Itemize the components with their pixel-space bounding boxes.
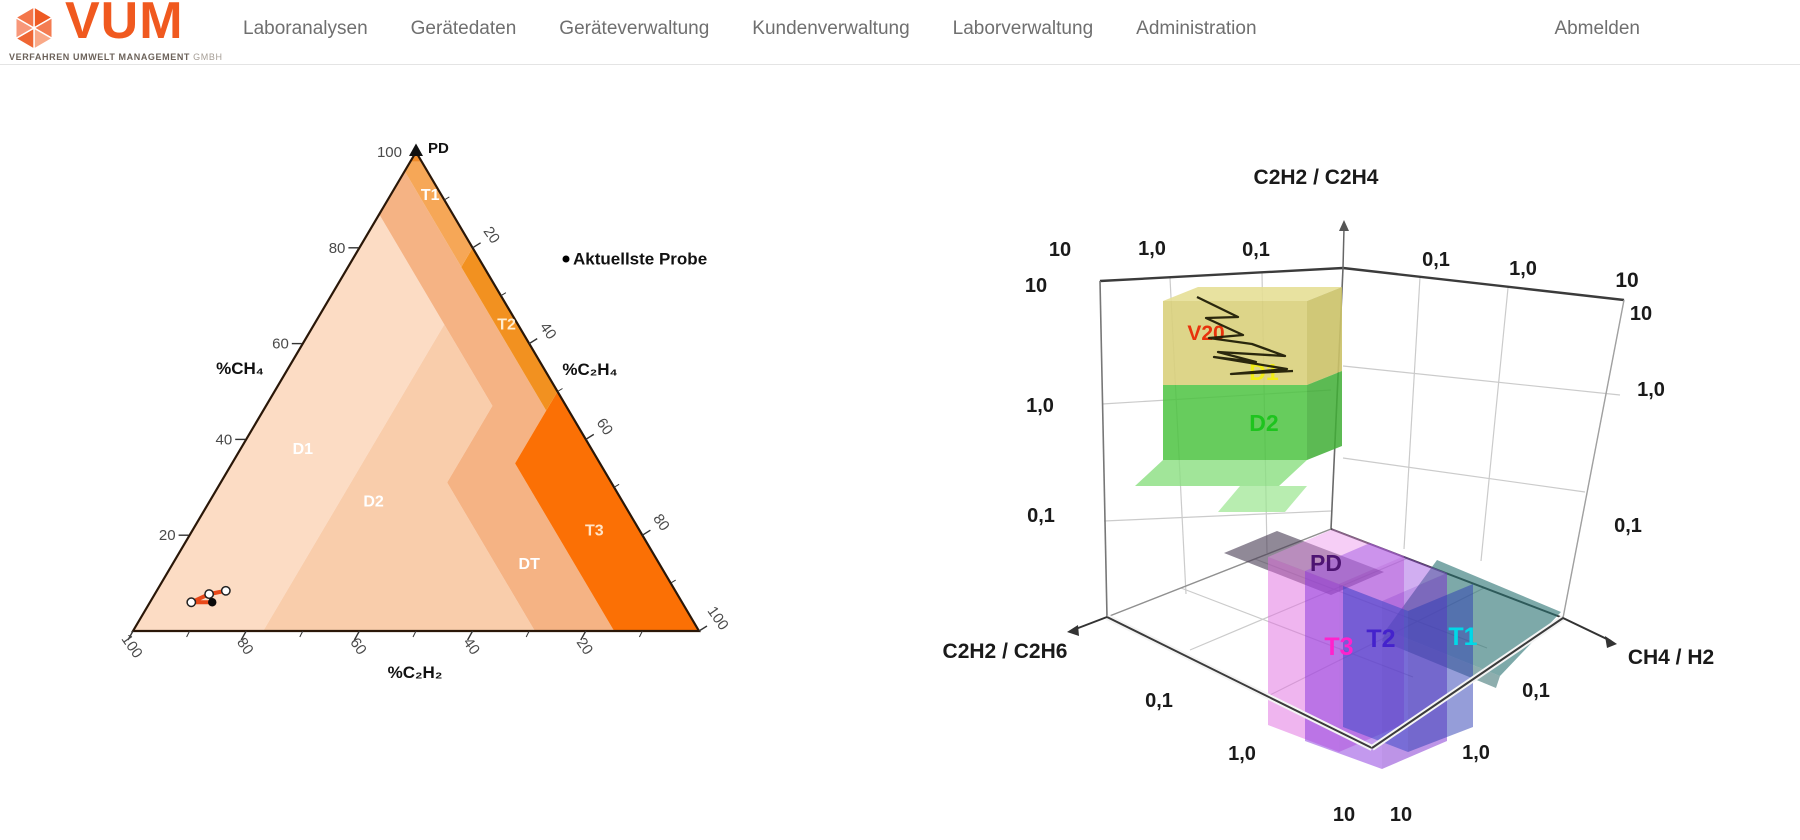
svg-text:80: 80 <box>233 635 256 658</box>
svg-text:0,1: 0,1 <box>1242 239 1270 261</box>
svg-text:T2: T2 <box>497 316 516 333</box>
svg-text:1,0: 1,0 <box>1462 742 1490 764</box>
svg-text:20: 20 <box>480 224 503 247</box>
svg-text:10: 10 <box>1615 269 1638 292</box>
svg-text:D1: D1 <box>293 441 314 458</box>
logo-subtitle-suffix: GMBH <box>193 52 223 62</box>
svg-text:1,0: 1,0 <box>1509 258 1537 280</box>
svg-text:C2H2 / C2H6: C2H2 / C2H6 <box>943 640 1068 663</box>
svg-text:%CH₄: %CH₄ <box>216 359 264 378</box>
svg-text:T2: T2 <box>1366 625 1395 653</box>
svg-text:D2: D2 <box>1249 410 1278 436</box>
svg-text:60: 60 <box>593 415 616 438</box>
main-nav: Laboranalysen Gerätedaten Geräteverwaltu… <box>243 18 1257 40</box>
nav-item-kundenverwaltung[interactable]: Kundenverwaltung <box>752 18 910 39</box>
svg-text:PD: PD <box>1310 550 1342 576</box>
analysis-charts: 100 80 60 40 20 100 80 60 40 20 20 40 60 80 100 %CH₄ %C₂… <box>0 64 1800 840</box>
vum-hexagon-icon <box>14 5 54 51</box>
svg-text:T3: T3 <box>585 522 604 539</box>
svg-text:V20: V20 <box>1187 322 1224 345</box>
nav-item-administration[interactable]: Administration <box>1136 18 1257 39</box>
svg-text:0,1: 0,1 <box>1614 515 1642 537</box>
logo-subtitle: VERFAHREN UMWELT MANAGEMENT GMBH <box>9 52 223 62</box>
svg-text:100: 100 <box>704 603 732 633</box>
svg-text:1,0: 1,0 <box>1026 395 1054 417</box>
svg-text:40: 40 <box>536 319 559 342</box>
vum-logo[interactable]: VUM VERFAHREN UMWELT MANAGEMENT GMBH <box>8 0 222 64</box>
svg-text:10: 10 <box>1025 275 1047 297</box>
svg-text:0,1: 0,1 <box>1522 680 1550 702</box>
svg-text:C2H2 / C2H4: C2H2 / C2H4 <box>1254 166 1379 189</box>
svg-text:80: 80 <box>329 240 346 257</box>
svg-text:60: 60 <box>272 336 289 353</box>
nav-item-laborverwaltung[interactable]: Laborverwaltung <box>952 18 1094 39</box>
svg-text:20: 20 <box>159 527 176 544</box>
svg-text:Aktuellste Probe: Aktuellste Probe <box>573 250 707 269</box>
svg-text:0,1: 0,1 <box>1422 249 1450 271</box>
svg-text:D2: D2 <box>363 494 384 511</box>
svg-text:T1: T1 <box>421 187 440 204</box>
svg-text:10: 10 <box>1630 303 1652 325</box>
nav-item-geraeteverwaltung[interactable]: Geräteverwaltung <box>559 18 710 39</box>
svg-text:DT: DT <box>519 556 541 573</box>
svg-text:%C₂H₄: %C₂H₄ <box>562 360 617 379</box>
svg-text:0,1: 0,1 <box>1027 505 1055 527</box>
logo-wordmark: VUM <box>65 0 184 50</box>
svg-text:60: 60 <box>346 635 369 658</box>
logout-link[interactable]: Abmelden <box>1554 18 1640 39</box>
app-header: VUM VERFAHREN UMWELT MANAGEMENT GMBH Lab… <box>0 0 1800 65</box>
svg-text:10: 10 <box>1049 239 1071 261</box>
svg-text:100: 100 <box>377 144 402 161</box>
svg-text:0,1: 0,1 <box>1145 690 1173 712</box>
svg-text:T3: T3 <box>1324 633 1353 661</box>
svg-text:100: 100 <box>118 631 146 661</box>
svg-text:10: 10 <box>1390 804 1412 826</box>
svg-text:T1: T1 <box>1448 623 1477 651</box>
svg-text:PD: PD <box>428 140 449 157</box>
svg-text:40: 40 <box>216 431 233 448</box>
svg-text:CH4 / H2: CH4 / H2 <box>1628 646 1714 669</box>
duval-triangle-chart[interactable]: 100 80 60 40 20 100 80 60 40 20 20 40 60 80 100 %CH₄ %C₂… <box>0 0 900 840</box>
svg-text:40: 40 <box>460 635 483 658</box>
nav-item-laboranalysen[interactable]: Laboranalysen <box>243 18 368 39</box>
svg-text:10: 10 <box>1333 804 1355 826</box>
svg-text:80: 80 <box>649 511 672 534</box>
nav-item-geraetedaten[interactable]: Gerätedaten <box>410 18 517 39</box>
svg-text:1,0: 1,0 <box>1228 743 1256 765</box>
svg-text:%C₂H₂: %C₂H₂ <box>388 663 443 682</box>
svg-text:1,0: 1,0 <box>1138 238 1166 260</box>
svg-text:1,0: 1,0 <box>1637 379 1665 401</box>
logo-subtitle-main: VERFAHREN UMWELT MANAGEMENT <box>9 52 191 62</box>
svg-text:20: 20 <box>573 635 596 658</box>
